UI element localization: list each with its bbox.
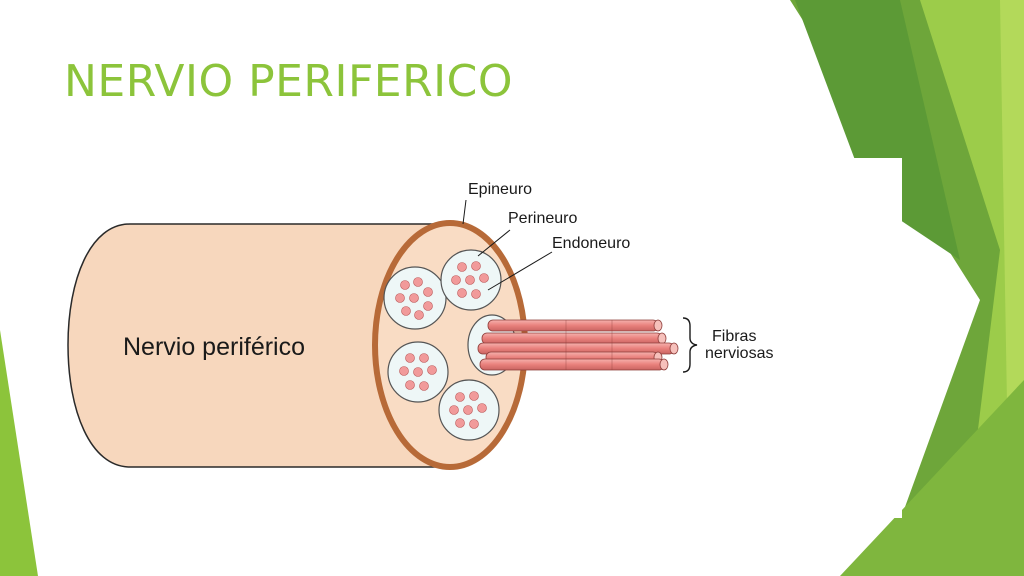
nerve-body xyxy=(67,223,451,468)
perineuro-leader-line xyxy=(477,229,511,257)
green-shape-back xyxy=(790,0,1024,576)
fibras-label-line1: Fibras xyxy=(712,328,756,345)
fascicle-2 xyxy=(440,249,502,311)
epineuro-label: Epineuro xyxy=(468,181,532,198)
green-shape-mid xyxy=(795,0,960,260)
endoneuro-leader-line xyxy=(487,251,553,291)
fascicle-1 xyxy=(383,266,447,330)
green-shape-left xyxy=(0,330,38,576)
nerve-fiber xyxy=(479,358,665,371)
fibers-brace xyxy=(682,317,698,373)
perineuro-label: Perineuro xyxy=(508,210,577,227)
fiber-end xyxy=(653,319,663,332)
main-label: Nervio periférico xyxy=(123,333,305,361)
epineuro-leader-line xyxy=(462,199,467,225)
fiber-end xyxy=(669,342,679,355)
fascicle-4 xyxy=(438,379,500,441)
endoneuro-label: Endoneuro xyxy=(552,235,630,252)
nerve-fibers xyxy=(477,319,679,371)
nerve-fiber xyxy=(481,332,663,345)
nerve-fiber xyxy=(487,319,659,332)
fiber-end xyxy=(657,332,667,345)
slide-title: NERVIO PERIFERICO xyxy=(64,56,513,107)
green-shape-lower xyxy=(840,380,1024,576)
fibras-label-line2: nerviosas xyxy=(705,345,773,362)
fascicle-3 xyxy=(387,341,449,403)
fiber-end xyxy=(659,358,669,371)
